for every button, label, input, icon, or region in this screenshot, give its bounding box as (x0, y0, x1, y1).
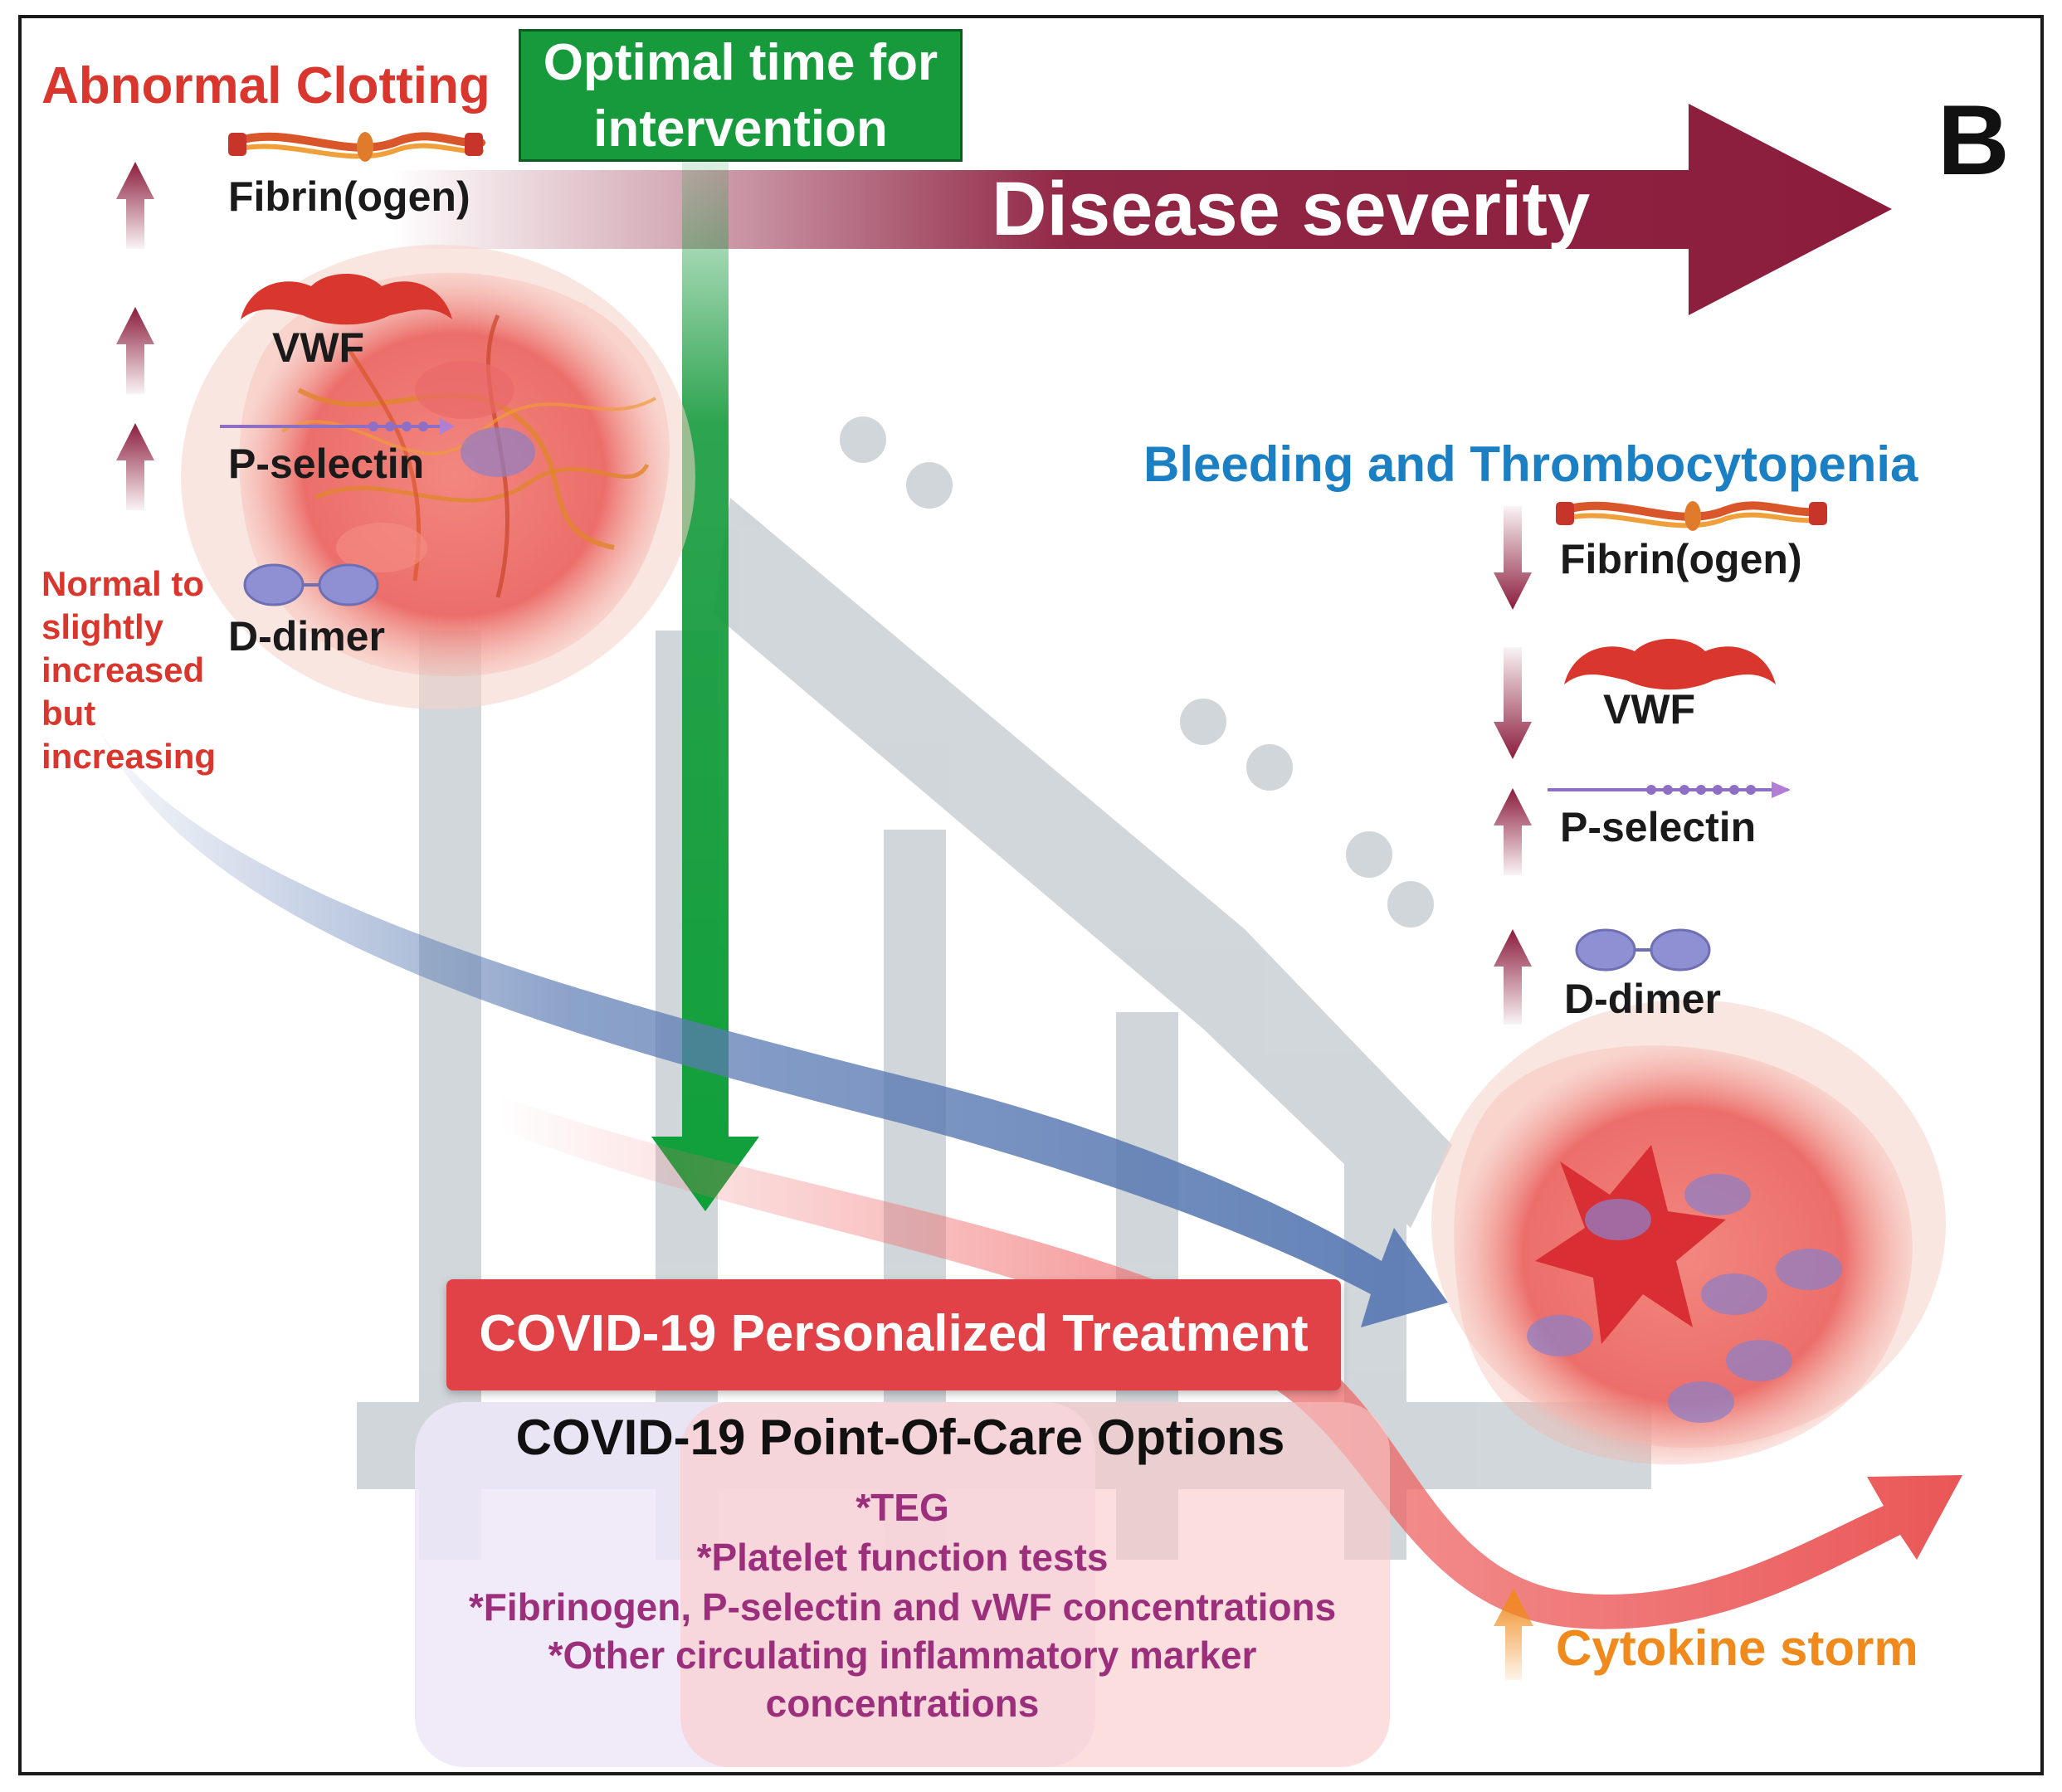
left-marker-pselectin: P-selectin (228, 441, 425, 487)
right-marker-vwf: VWF (1603, 686, 1696, 733)
left-trend-arrows (116, 162, 154, 510)
left-note-line-5: increasing (41, 737, 217, 776)
poc-item-concentrations: *Fibrinogen, P-selectin and vWF concentr… (468, 1585, 1337, 1629)
poc-panel-right (680, 1402, 1390, 1767)
right-clot-illustration (1431, 1000, 1946, 1465)
right-marker-ddimer: D-dimer (1564, 976, 1721, 1022)
left-note-line-2: slightly (41, 607, 164, 646)
disease-severity-arrow (390, 104, 1892, 315)
poc-title: COVID-19 Point-Of-Care Options (515, 1410, 1285, 1465)
personalized-treatment-label: COVID-19 Personalized Treatment (479, 1305, 1309, 1362)
right-fibrinogen-icon (1556, 501, 1827, 531)
cytokine-up-arrow (1494, 1589, 1533, 1680)
right-marker-fibrinogen: Fibrin(ogen) (1560, 536, 1802, 582)
left-vwf-icon (241, 274, 452, 325)
blue-progression-arrow (100, 730, 1448, 1327)
intervention-line-1: Optimal time for (543, 34, 938, 91)
left-note-line-3: increased (41, 650, 205, 689)
left-marker-ddimer: D-dimer (228, 613, 385, 660)
panel-letter: B (1938, 85, 2010, 196)
cytokine-storm-label: Cytokine storm (1556, 1620, 1918, 1676)
right-ddimer-icon (1575, 928, 1711, 971)
poc-item-inflammatory-cont: concentrations (765, 1682, 1040, 1725)
intervention-box: Optimal time for intervention (519, 29, 963, 162)
left-fibrinogen-icon (228, 132, 485, 162)
right-marker-pselectin: P-selectin (1560, 804, 1757, 850)
right-vwf-icon (1564, 639, 1776, 690)
poc-item-platelet: *Platelet function tests (696, 1536, 1109, 1579)
left-ddimer-icon (243, 563, 379, 606)
bleeding-title: Bleeding and Thrombocytopenia (1143, 436, 1918, 492)
left-note-line-4: but (41, 694, 96, 733)
intervention-line-2: intervention (593, 100, 888, 158)
poc-item-inflammatory: *Other circulating inflammatory marker (548, 1634, 1257, 1677)
intervention-arrow (651, 162, 759, 1211)
disease-severity-label: Disease severity (992, 167, 1591, 251)
right-trend-arrows (1494, 506, 1532, 1025)
abnormal-clotting-title: Abnormal Clotting (41, 57, 490, 114)
left-marker-vwf: VWF (272, 324, 365, 371)
left-marker-fibrinogen: Fibrin(ogen) (228, 173, 470, 220)
left-pselectin-icon (220, 418, 455, 435)
right-pselectin-icon (1548, 782, 1791, 798)
left-note-line-1: Normal to (41, 564, 205, 603)
personalized-treatment-box: COVID-19 Personalized Treatment (446, 1279, 1341, 1390)
figure-frame (18, 15, 2044, 1775)
poc-item-teg: *TEG (856, 1486, 949, 1529)
